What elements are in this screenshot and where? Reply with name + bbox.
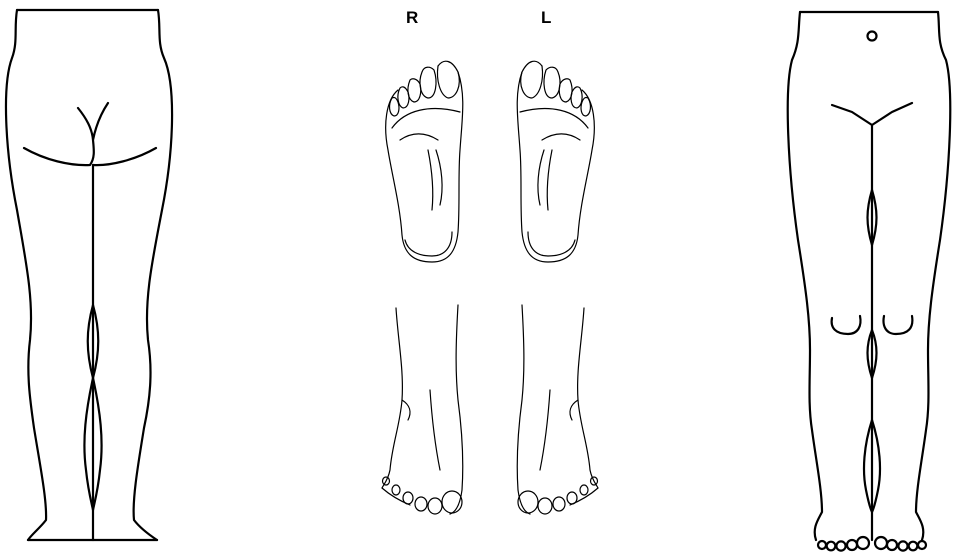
right-arch-1 xyxy=(400,134,438,140)
right-toe-3 xyxy=(408,79,421,102)
front-toe-l5 xyxy=(857,537,869,549)
left-ankle-bone xyxy=(570,400,578,420)
soles-view xyxy=(386,61,595,262)
front-groin-right xyxy=(872,103,912,125)
right-toe-4 xyxy=(398,87,409,108)
feet-top-view xyxy=(382,305,598,514)
right-tendon xyxy=(430,390,440,470)
right-toenail-2 xyxy=(428,498,442,514)
left-toenail-3 xyxy=(553,497,565,511)
right-toenail-5 xyxy=(392,485,400,495)
front-toe-r2 xyxy=(887,540,897,550)
right-ball-line xyxy=(392,109,460,128)
right-big-toe xyxy=(437,66,459,98)
right-leg-inner xyxy=(450,305,463,514)
right-toe-2 xyxy=(420,67,436,98)
front-toe-r5 xyxy=(918,541,926,549)
right-leg-outer xyxy=(382,308,402,488)
right-toes-line xyxy=(382,488,410,505)
legs-front-view xyxy=(788,12,951,551)
front-knee-right xyxy=(884,316,913,334)
right-arch-3 xyxy=(436,150,442,205)
right-side-label: R xyxy=(406,9,418,26)
right-foot-top xyxy=(382,305,463,514)
front-knee-left xyxy=(832,316,861,334)
left-toe-3 xyxy=(559,79,572,102)
left-toes-line xyxy=(570,488,598,505)
right-toe-5 xyxy=(390,97,399,116)
left-leg-outer xyxy=(578,308,598,488)
front-toe-l4 xyxy=(847,540,857,550)
front-toe-l3 xyxy=(836,541,845,550)
right-toenail-3 xyxy=(415,497,427,511)
left-leg-inner xyxy=(517,305,530,514)
left-big-toe xyxy=(521,66,543,98)
left-arch-3 xyxy=(538,150,544,205)
left-sole-inner xyxy=(528,232,575,256)
right-ankle-bone xyxy=(402,400,410,420)
right-arch-2 xyxy=(428,150,433,210)
front-toe-r4 xyxy=(909,542,918,551)
front-toe-l2 xyxy=(827,542,836,551)
left-toenail-5 xyxy=(580,485,588,495)
back-outer-contour-left xyxy=(6,10,46,540)
left-side-label: L xyxy=(541,9,551,26)
left-sole xyxy=(517,61,594,262)
left-foot-top xyxy=(517,305,598,514)
left-arch-2 xyxy=(547,150,552,210)
front-navel xyxy=(868,32,877,41)
right-sole-outline xyxy=(386,61,463,262)
left-sole-outline xyxy=(517,61,594,262)
front-toe-r3 xyxy=(898,541,907,550)
left-toenail-4 xyxy=(567,492,577,504)
legs-back-view xyxy=(6,10,172,540)
right-sole-inner xyxy=(405,232,452,256)
left-toenail-2 xyxy=(538,498,552,514)
left-tendon xyxy=(540,390,550,470)
left-ball-line xyxy=(520,109,588,128)
left-toe-2 xyxy=(544,67,560,98)
left-toe-5 xyxy=(581,97,590,116)
left-arch-1 xyxy=(542,134,580,140)
front-outer-contour-right xyxy=(916,12,950,540)
left-toe-4 xyxy=(571,87,582,108)
back-outer-contour-right xyxy=(134,10,172,540)
right-toenail-4 xyxy=(403,492,413,504)
back-gluteal-fold xyxy=(24,103,156,165)
front-groin-left xyxy=(832,105,872,125)
front-toe-r1 xyxy=(875,537,887,549)
front-toe-l1 xyxy=(818,541,826,549)
front-outer-contour-left xyxy=(788,12,822,540)
right-sole xyxy=(386,61,463,262)
